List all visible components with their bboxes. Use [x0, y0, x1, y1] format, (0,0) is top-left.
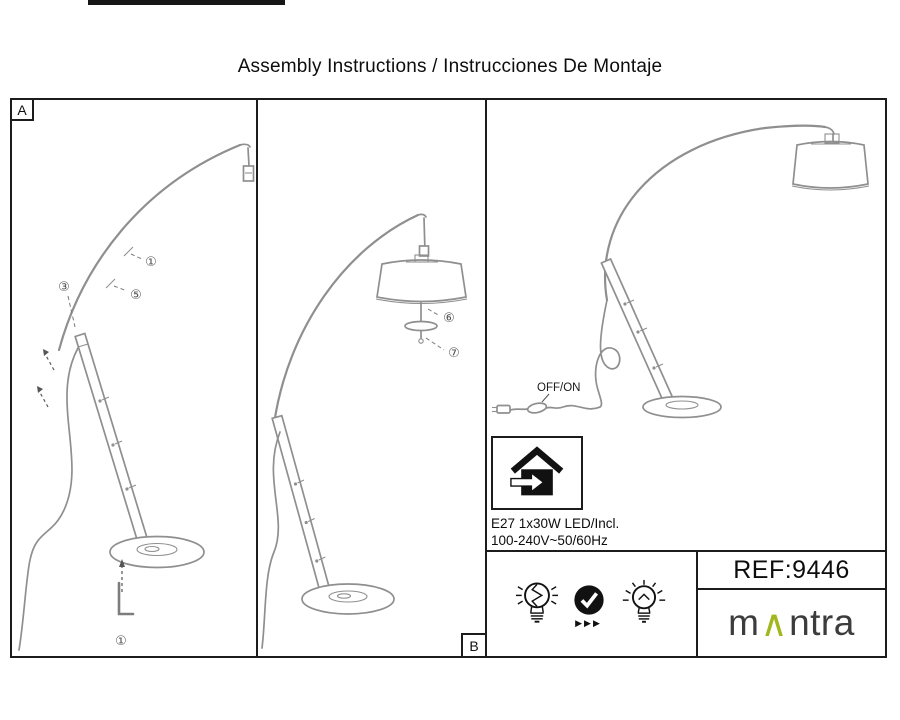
diffuser-and-finial — [404, 301, 438, 344]
panel-b: B — [258, 100, 487, 656]
annotation-leaders — [67, 253, 143, 328]
arc-loop — [594, 299, 621, 408]
lamp-shade — [375, 254, 468, 305]
check-icon — [573, 585, 604, 615]
lamp-base — [642, 395, 722, 419]
brand-logo-caret-icon: ∧ — [760, 601, 789, 645]
switch-leader — [541, 393, 550, 403]
panel-a-label: A — [12, 100, 34, 121]
spec-section: E27 1x30W LED/Incl. 100-240V~50/60Hz — [487, 434, 885, 550]
step-6-label: ⑥ — [443, 311, 455, 326]
step-1-label: ① — [145, 255, 157, 270]
allen-key-icon — [117, 581, 135, 616]
tool-step-label: ① — [115, 634, 127, 649]
plug — [496, 404, 511, 414]
assembled-lamp-drawing: OFF/ON — [492, 124, 870, 419]
stand-pole — [600, 257, 676, 408]
brand-logo: m∧ntra — [698, 590, 885, 656]
panel-b-label: B — [461, 633, 485, 656]
brand-logo-pre: m — [728, 602, 760, 643]
stand-pole — [271, 414, 336, 612]
check-and-arrows: ▶▶▶ — [572, 583, 606, 629]
house-arrow-icon — [510, 446, 564, 496]
lamp-base — [109, 535, 205, 569]
panel-a-drawing: ① ⑤ ③ — [18, 143, 255, 651]
step-5-label: ⑤ — [130, 288, 142, 303]
power-cable — [261, 431, 281, 649]
lamp-shade — [791, 133, 870, 191]
arc-pole — [57, 143, 255, 352]
switch-label: OFF/ON — [537, 382, 580, 394]
bulb-icons-cell: ▶▶▶ — [487, 552, 698, 656]
panel-a: A — [12, 100, 258, 656]
scan-artifact — [88, 0, 285, 5]
arc-joint-marks — [105, 246, 134, 289]
page-title: Assembly Instructions / Instrucciones De… — [237, 56, 663, 77]
annotation-leaders — [425, 308, 445, 351]
incandescent-bulb-icon — [515, 582, 558, 623]
led-bulb-icon — [622, 579, 665, 623]
step-3-label: ③ — [58, 280, 70, 295]
panel-right: OFF/ON E27 1x30W LED/Incl. 100-240V~50/6… — [487, 100, 885, 656]
power-cord — [492, 402, 601, 414]
footer-strip: ▶▶▶ — [487, 550, 885, 656]
voltage-spec: 100-240V~50/60Hz — [491, 533, 608, 548]
brand-logo-post: ntra — [789, 602, 855, 643]
lamp-base — [301, 583, 395, 615]
inline-switch — [526, 402, 548, 414]
bulb-spec: E27 1x30W LED/Incl. — [491, 516, 620, 531]
indoor-use-icon-box — [491, 436, 583, 510]
panel-b-drawing: ⑥ ⑦ — [261, 213, 468, 649]
insert-arrows — [37, 349, 55, 408]
reference-number: REF:9446 — [698, 552, 885, 590]
stand-pole — [74, 332, 153, 558]
ref-and-brand-cell: REF:9446 m∧ntra — [698, 552, 885, 656]
forward-arrows: ▶▶▶ — [575, 619, 602, 629]
arc-pole — [272, 213, 430, 426]
base-insert-arrow — [119, 559, 125, 592]
step-7-label: ⑦ — [448, 346, 460, 361]
power-cable — [18, 347, 79, 651]
instruction-sheet: A — [10, 98, 887, 658]
